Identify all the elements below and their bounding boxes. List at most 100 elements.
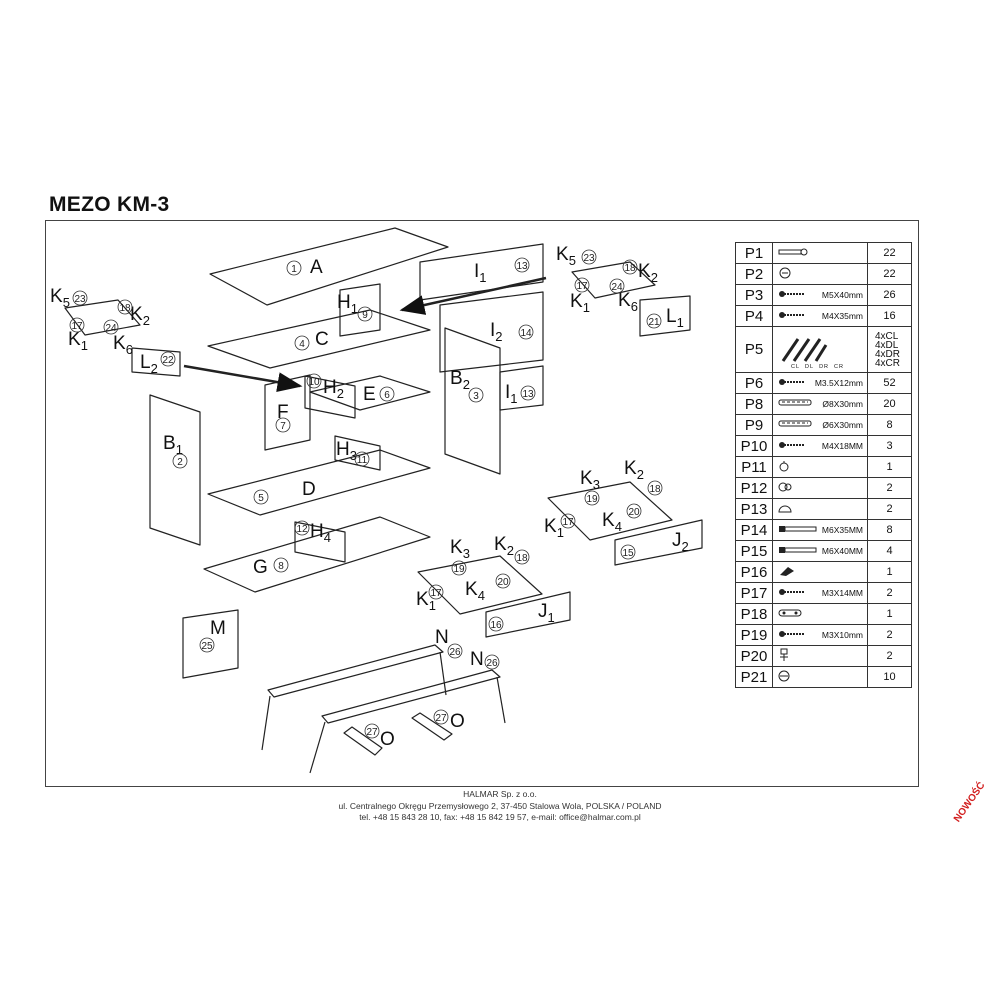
part-description	[772, 498, 868, 520]
plate-icon	[778, 608, 802, 620]
part-code: P2	[735, 263, 773, 285]
part-code: P15	[735, 540, 773, 562]
part-spec: M5X40mm	[821, 290, 863, 300]
label-h3: H3	[336, 439, 357, 463]
footer: HALMAR Sp. z o.o. ul. Centralnego Okręgu…	[0, 789, 1000, 824]
label-n-1: N	[435, 627, 449, 648]
connector-icon	[778, 481, 792, 495]
parts-row-p20: P20 2	[735, 645, 912, 667]
drawer-right-front	[639, 295, 691, 337]
part-description	[772, 603, 868, 625]
part-spec: M3X10mm	[821, 630, 863, 640]
slide-sublabel: CL	[791, 364, 801, 370]
screw-icon	[778, 310, 806, 322]
panel-i1-top	[419, 243, 544, 301]
rail-o-right	[411, 712, 453, 741]
screw-icon	[778, 629, 806, 641]
panel-g	[203, 516, 431, 593]
num-17-upper: 17	[562, 517, 574, 528]
label-k6-right: K6	[618, 290, 638, 314]
drawer-k3-upper	[547, 481, 673, 541]
part-quantity: 2	[867, 477, 912, 499]
part-quantity: 22	[867, 263, 912, 285]
part-quantity: 8	[867, 519, 912, 541]
bolt-icon	[778, 525, 818, 535]
num-5: 5	[258, 493, 264, 504]
arrow-to-h2	[183, 364, 303, 393]
label-k1-right: K1	[570, 291, 590, 315]
part-quantity: 4	[867, 540, 912, 562]
label-j1: J1	[538, 601, 555, 625]
part-spec: M4X35mm	[821, 311, 863, 321]
panel-c	[207, 309, 431, 369]
drawer-j2-front	[614, 519, 703, 566]
part-quantity: 20	[867, 393, 912, 415]
slide-sublabel: DR	[819, 364, 830, 370]
num-20-upper: 20	[628, 507, 640, 518]
label-l1: L1	[666, 306, 684, 330]
part-description	[772, 645, 868, 667]
part-description: M6X40MM	[772, 540, 868, 562]
label-k5-right: K5	[556, 244, 576, 268]
panel-i2	[439, 291, 544, 373]
part-code: P4	[735, 305, 773, 327]
arrow-to-h1	[399, 276, 547, 315]
part-code: P20	[735, 645, 773, 667]
label-b1: B1	[163, 433, 183, 457]
wood-dowel-icon	[778, 399, 812, 409]
num-4: 4	[299, 339, 305, 350]
num-2: 2	[177, 457, 183, 468]
num-17-right: 17	[576, 281, 588, 292]
page-title: MEZO KM-3	[49, 193, 170, 216]
label-k4-upper: K4	[602, 510, 622, 534]
label-k3-upper: K3	[580, 468, 600, 492]
part-quantity: 1	[867, 456, 912, 478]
quantity-line: 4xDL	[875, 339, 899, 351]
panel-h3	[334, 435, 381, 471]
panel-m	[182, 609, 239, 679]
num-13-a: 13	[516, 261, 528, 272]
part-description: M5X40mm	[772, 284, 868, 306]
screw-icon	[778, 587, 806, 599]
hook-icon	[778, 648, 790, 664]
part-description: M3.5X12mm	[772, 372, 868, 394]
panel-h2	[304, 375, 356, 419]
part-code: P14	[735, 519, 773, 541]
num-8: 8	[278, 561, 284, 572]
part-code: P13	[735, 498, 773, 520]
leg-frame-front	[321, 669, 501, 724]
drawer-left-top	[64, 299, 141, 336]
num-23-right: 23	[583, 253, 595, 264]
footer-address: ul. Centralnego Okręgu Przemysłowego 2, …	[338, 800, 662, 811]
part-quantity: 2	[867, 645, 912, 667]
bolt-icon	[778, 546, 818, 556]
label-d: D	[302, 479, 316, 500]
screw-icon	[778, 377, 806, 389]
part-code: P17	[735, 582, 773, 604]
part-description: M6X35MM	[772, 519, 868, 541]
num-11: 11	[357, 455, 368, 466]
part-spec: Ø6X30mm	[822, 420, 863, 430]
num-27-a: 27	[366, 727, 378, 738]
part-code: P21	[735, 666, 773, 688]
slide-sublabel: DL	[805, 364, 815, 370]
footer-company: HALMAR Sp. z o.o.	[463, 789, 537, 799]
label-c: C	[315, 329, 329, 350]
label-i1-top: I1	[474, 261, 487, 285]
part-description: M3X10mm	[772, 624, 868, 646]
label-f: F	[277, 402, 289, 423]
num-18-lower: 18	[516, 553, 528, 564]
part-spec: M6X35MM	[821, 525, 863, 535]
num-16: 16	[490, 620, 502, 631]
num-22: 22	[162, 355, 174, 366]
drawer-k3-lower	[417, 555, 543, 615]
part-code: P16	[735, 561, 773, 583]
